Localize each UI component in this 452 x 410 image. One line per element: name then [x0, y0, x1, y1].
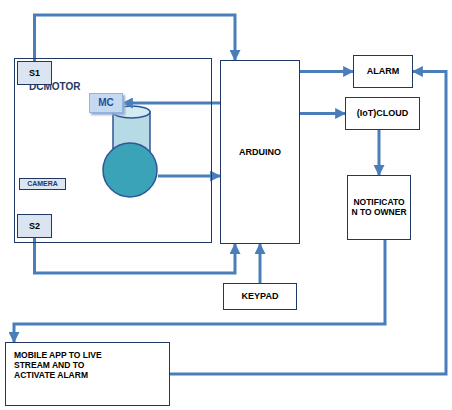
connector-arrow [14, 240, 385, 342]
input-box: KEYPAD [223, 283, 297, 310]
node-label: ALARM [367, 66, 400, 76]
node-label: CAMERA [27, 180, 58, 188]
connector-arrow [259, 244, 262, 283]
node-label: S1 [29, 68, 40, 78]
controller-box: MC [89, 93, 123, 113]
cloud-box: (IoT)CLOUD [345, 97, 420, 130]
connector-arrow [123, 102, 220, 105]
connector-arrow [35, 15, 236, 61]
node-label: ARDUINO [239, 147, 281, 157]
node-label: KEYPAD [242, 291, 279, 301]
app-box: MOBILE APP TO LIVE STREAM AND TO ACTIVAT… [5, 342, 170, 406]
node-label: NOTIFICATO N TO OWNER [351, 198, 407, 218]
node-label: MC [98, 97, 114, 109]
enclosure-box: DCMOTORS1MCCAMERAS2 [14, 58, 212, 243]
motor-wheel [103, 143, 157, 197]
camera-box: CAMERA [19, 178, 66, 190]
controller-box: ARDUINO [220, 60, 300, 244]
connector-arrow [158, 175, 220, 178]
sensor-box: S2 [17, 214, 52, 238]
node-label: S2 [29, 221, 40, 231]
connector-arrow [300, 112, 345, 115]
sensor-box: S1 [17, 61, 52, 85]
notification-box: NOTIFICATO N TO OWNER [347, 175, 411, 240]
connector-arrow [300, 70, 353, 73]
node-label: (IoT)CLOUD [357, 108, 409, 118]
connector-arrow [378, 130, 381, 175]
connector-arrow [35, 238, 236, 273]
node-label: MOBILE APP TO LIVE STREAM AND TO ACTIVAT… [14, 351, 114, 380]
output-box: ALARM [353, 55, 413, 88]
